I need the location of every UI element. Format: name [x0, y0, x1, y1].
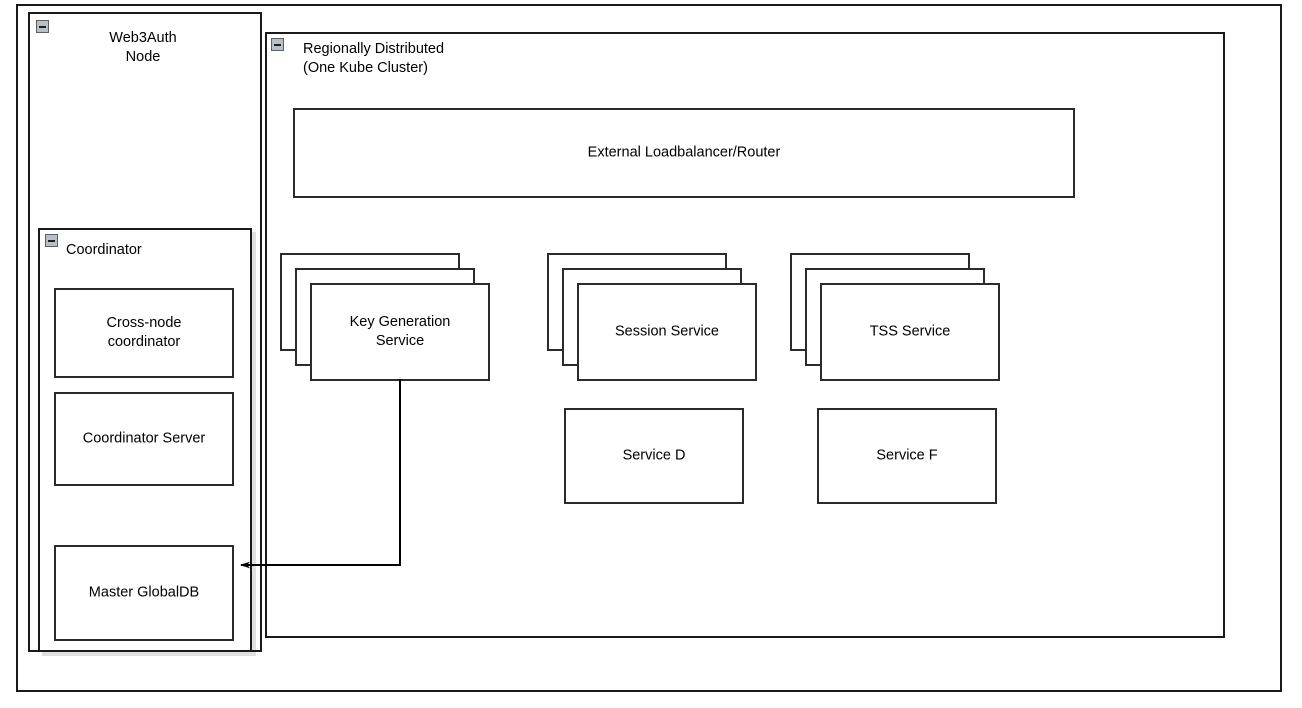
minus-box-icon-coordinator[interactable]	[45, 234, 58, 247]
node-master-globaldb[interactable]: Master GlobalDB	[54, 545, 234, 641]
node-label-service-f: Service F	[876, 447, 938, 464]
node-label-external-loadbalancer: External Loadbalancer/Router	[587, 144, 781, 161]
node-external-loadbalancer[interactable]: External Loadbalancer/Router	[293, 108, 1075, 198]
node-coordinator-server[interactable]: Coordinator Server	[54, 392, 234, 486]
stack-layer-front[interactable]: Session Service	[577, 283, 757, 381]
node-label-coordinator-server: Coordinator Server	[82, 430, 206, 447]
node-key-generation-service[interactable]: Key Generation Service	[280, 253, 490, 381]
minus-box-icon-regionally-distributed[interactable]	[271, 38, 284, 51]
node-service-d[interactable]: Service D	[564, 408, 744, 504]
node-tss-service[interactable]: TSS Service	[790, 253, 1000, 381]
node-label-key-generation-service: Key Generation Service	[349, 314, 451, 349]
node-cross-node-coordinator[interactable]: Cross-node coordinator	[54, 288, 234, 378]
container-label-coordinator: Coordinator	[66, 242, 142, 258]
node-service-f[interactable]: Service F	[817, 408, 997, 504]
stack-layer-front[interactable]: TSS Service	[820, 283, 1000, 381]
minus-box-icon-web3auth-node[interactable]	[36, 20, 49, 33]
node-session-service[interactable]: Session Service	[547, 253, 757, 381]
stack-layer-front[interactable]: Key Generation Service	[310, 283, 490, 381]
node-label-cross-node-coordinator: Cross-node coordinator	[106, 315, 182, 350]
container-label-web3auth-node: Web3Auth Node	[109, 30, 177, 65]
container-label-regionally-distributed: Regionally Distributed (One Kube Cluster…	[303, 41, 445, 76]
node-label-service-d: Service D	[622, 447, 686, 464]
node-label-session-service: Session Service	[615, 323, 719, 340]
node-label-master-globaldb: Master GlobalDB	[88, 584, 200, 601]
node-label-tss-service: TSS Service	[869, 323, 951, 340]
